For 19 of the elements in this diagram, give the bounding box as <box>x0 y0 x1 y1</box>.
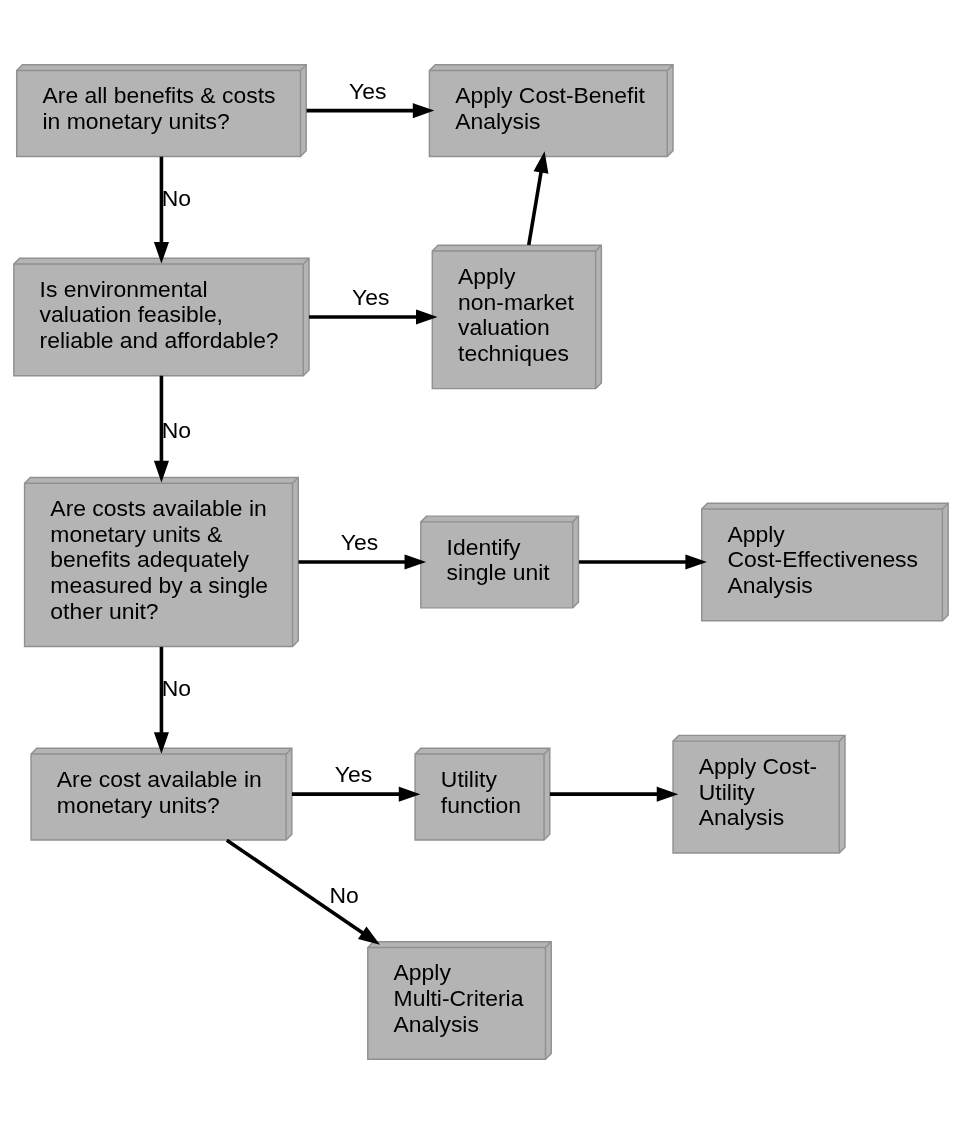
edge-label: No <box>329 881 359 908</box>
arrow <box>298 554 427 570</box>
edge-label: Yes <box>334 761 373 788</box>
arrow <box>579 554 707 570</box>
arrow <box>306 103 435 119</box>
arrow <box>527 151 549 246</box>
edge-label: No <box>161 675 192 702</box>
edge-label: Yes <box>351 284 390 311</box>
arrow <box>309 309 438 325</box>
edge-label: No <box>161 417 192 444</box>
edge-label: Yes <box>349 77 387 104</box>
arrow <box>153 156 169 264</box>
arrow <box>292 786 421 802</box>
arrow <box>225 838 380 945</box>
arrow <box>549 786 679 802</box>
edge-label: Yes <box>340 529 379 556</box>
arrow <box>153 375 169 483</box>
edge-label: No <box>161 185 192 212</box>
arrow <box>153 646 169 754</box>
